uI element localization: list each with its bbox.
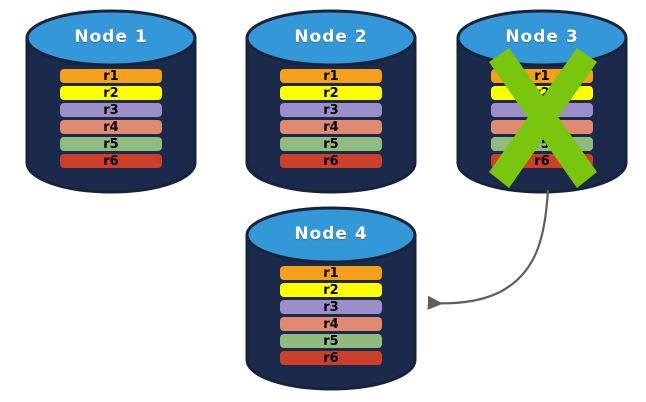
node-4-cylinder[interactable]: Node 4 r1 r2 r3 r4 r5 r6	[244, 205, 418, 391]
node-1-row-r5[interactable]: r5	[60, 137, 162, 151]
row-label: r3	[323, 299, 339, 315]
node-2-row-r2[interactable]: r2	[280, 86, 382, 100]
row-label: r1	[534, 68, 550, 84]
row-label: r1	[103, 68, 119, 84]
node-4-row-r5[interactable]: r5	[280, 334, 382, 348]
node-4-row-r2[interactable]: r2	[280, 283, 382, 297]
node-2-row-r3[interactable]: r3	[280, 103, 382, 117]
row-label: r5	[103, 136, 119, 152]
node-3-row-r4[interactable]: r4	[491, 120, 593, 134]
row-label: r4	[323, 119, 339, 135]
row-label: r2	[534, 85, 550, 101]
row-label: r4	[103, 119, 119, 135]
row-label: r3	[534, 102, 550, 118]
node-1-row-r3[interactable]: r3	[60, 103, 162, 117]
row-label: r4	[534, 119, 550, 135]
node-1-row-r6[interactable]: r6	[60, 154, 162, 168]
row-label: r5	[323, 136, 339, 152]
node-3-row-r2[interactable]: r2	[491, 86, 593, 100]
node-2-row-r6[interactable]: r6	[280, 154, 382, 168]
row-label: r1	[323, 68, 339, 84]
node-2-rows: r1 r2 r3 r4 r5 r6	[244, 69, 418, 168]
row-label: r6	[103, 153, 119, 169]
node-1-row-r1[interactable]: r1	[60, 69, 162, 83]
node-3-row-r1[interactable]: r1	[491, 69, 593, 83]
node-4-rows: r1 r2 r3 r4 r5 r6	[244, 266, 418, 365]
node-2-row-r5[interactable]: r5	[280, 137, 382, 151]
row-label: r3	[323, 102, 339, 118]
row-label: r5	[323, 333, 339, 349]
row-label: r2	[103, 85, 119, 101]
node-1-cylinder[interactable]: Node 1 r1 r2 r3 r4 r5 r6	[24, 8, 198, 194]
node-2-row-r1[interactable]: r1	[280, 69, 382, 83]
node-4-row-r4[interactable]: r4	[280, 317, 382, 331]
node-4-row-r6[interactable]: r6	[280, 351, 382, 365]
row-label: r6	[534, 153, 550, 169]
node-3-row-r6[interactable]: r6	[491, 154, 593, 168]
node-3-row-r5[interactable]: r5	[491, 137, 593, 151]
row-label: r6	[323, 350, 339, 366]
node-3-rows: r1 r2 r3 r4 r5 r6	[455, 69, 629, 168]
node-2-cylinder[interactable]: Node 2 r1 r2 r3 r4 r5 r6	[244, 8, 418, 194]
row-label: r3	[103, 102, 119, 118]
row-label: r2	[323, 282, 339, 298]
node-4-row-r1[interactable]: r1	[280, 266, 382, 280]
row-label: r1	[323, 265, 339, 281]
row-label: r5	[534, 136, 550, 152]
node-3-cylinder[interactable]: Node 3 r1 r2 r3 r4 r5 r6	[455, 8, 629, 194]
node-1-row-r4[interactable]: r4	[60, 120, 162, 134]
node-2-row-r4[interactable]: r4	[280, 120, 382, 134]
node-1-rows: r1 r2 r3 r4 r5 r6	[24, 69, 198, 168]
node-4-row-r3[interactable]: r3	[280, 300, 382, 314]
node-3-row-r3[interactable]: r3	[491, 103, 593, 117]
node-1-row-r2[interactable]: r2	[60, 86, 162, 100]
row-label: r2	[323, 85, 339, 101]
row-label: r4	[323, 316, 339, 332]
row-label: r6	[323, 153, 339, 169]
